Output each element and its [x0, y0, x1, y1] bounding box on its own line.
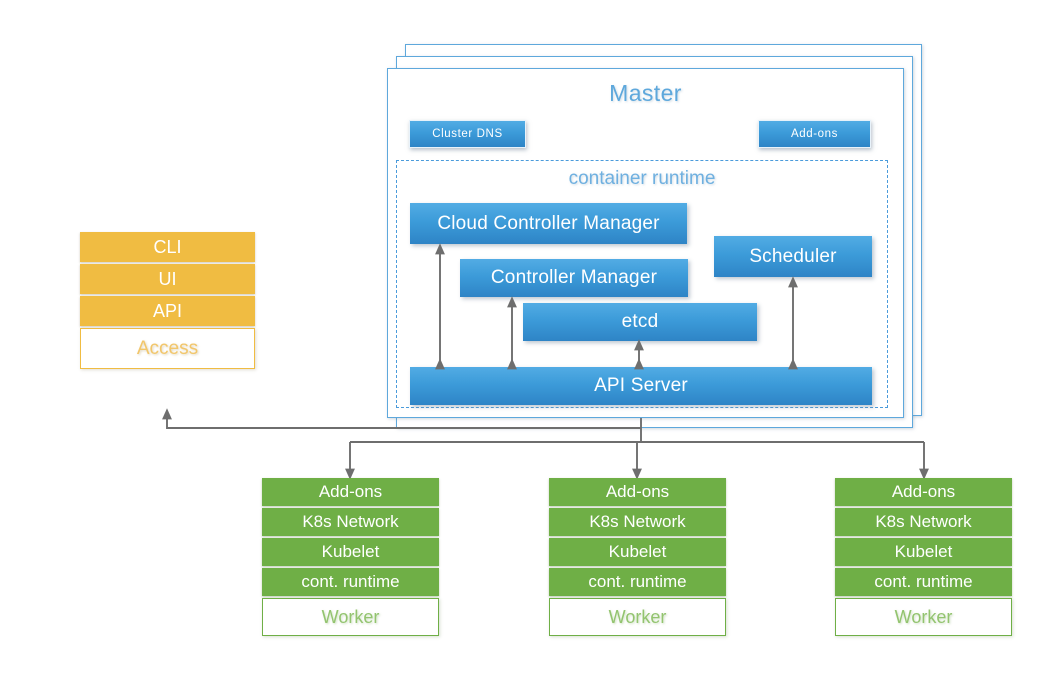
access-layer-api[interactable]: API — [80, 296, 255, 326]
etcd-box[interactable]: etcd — [523, 303, 757, 341]
worker-3-layer-addons[interactable]: Add-ons — [835, 478, 1012, 506]
access-stack: CLI UI API Access — [80, 232, 255, 369]
controller-manager-box[interactable]: Controller Manager — [460, 259, 688, 297]
access-layer-cli[interactable]: CLI — [80, 232, 255, 262]
worker-3-layer-k8s-network[interactable]: K8s Network — [835, 508, 1012, 536]
worker-2-layer-cont-runtime[interactable]: cont. runtime — [549, 568, 726, 596]
master-title: Master — [609, 80, 682, 106]
access-layer-ui[interactable]: UI — [80, 264, 255, 294]
cluster-dns-box[interactable]: Cluster DNS — [409, 120, 526, 148]
api-server-box[interactable]: API Server — [410, 367, 872, 405]
worker-1-layer-k8s-network[interactable]: K8s Network — [262, 508, 439, 536]
worker-2-layer-k8s-network[interactable]: K8s Network — [549, 508, 726, 536]
worker-3-layer-kubelet[interactable]: Kubelet — [835, 538, 1012, 566]
master-add-ons-box[interactable]: Add-ons — [758, 120, 871, 148]
worker-node-2: Add-ons K8s Network Kubelet cont. runtim… — [549, 478, 726, 636]
worker-1-layer-cont-runtime[interactable]: cont. runtime — [262, 568, 439, 596]
access-label: Access — [80, 328, 255, 369]
worker-2-layer-addons[interactable]: Add-ons — [549, 478, 726, 506]
worker-1-layer-kubelet[interactable]: Kubelet — [262, 538, 439, 566]
worker-1-layer-addons[interactable]: Add-ons — [262, 478, 439, 506]
worker-1-label: Worker — [262, 598, 439, 636]
worker-3-label: Worker — [835, 598, 1012, 636]
worker-2-layer-kubelet[interactable]: Kubelet — [549, 538, 726, 566]
container-runtime-title: container runtime — [568, 168, 716, 189]
cloud-controller-manager-box[interactable]: Cloud Controller Manager — [410, 203, 687, 244]
worker-node-1: Add-ons K8s Network Kubelet cont. runtim… — [262, 478, 439, 636]
worker-node-3: Add-ons K8s Network Kubelet cont. runtim… — [835, 478, 1012, 636]
container-runtime-region — [396, 160, 888, 408]
worker-3-layer-cont-runtime[interactable]: cont. runtime — [835, 568, 1012, 596]
scheduler-box[interactable]: Scheduler — [714, 236, 872, 277]
worker-2-label: Worker — [549, 598, 726, 636]
